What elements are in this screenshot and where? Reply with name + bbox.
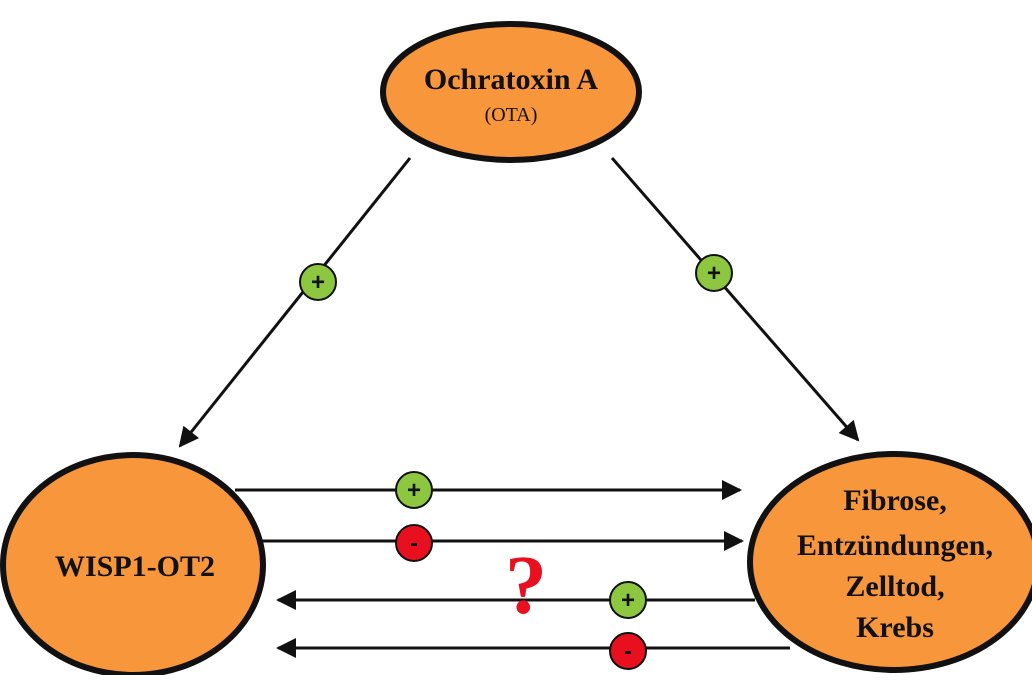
positive-badge-label: + (621, 587, 635, 614)
node-wisp1-ot2: WISP1-OT2 (0, 452, 266, 678)
node-effects-line-1: Fibrose, (843, 484, 947, 517)
node-ochratoxin-a-shape (380, 21, 642, 163)
badge-effects-to-wisp-positive: + (609, 581, 647, 619)
edge-ota-to-effects-arrow (610, 157, 860, 442)
question-mark: ? (505, 539, 547, 632)
node-ochratoxin-a: Ochratoxin A (OTA) (380, 21, 642, 163)
positive-badge-icon (695, 254, 733, 292)
positive-badge-label: + (707, 260, 721, 287)
node-effects-line-2: Entzündungen, (797, 529, 993, 562)
badge-ota-to-effects-positive: + (695, 254, 733, 292)
positive-badge-label: + (311, 269, 325, 296)
positive-badge-icon (609, 581, 647, 619)
negative-badge-label: - (624, 638, 632, 665)
node-effects-line-4: Krebs (856, 611, 934, 644)
positive-badge-icon (395, 471, 433, 509)
badge-effects-to-wisp-negative: - (609, 632, 647, 670)
node-ochratoxin-a-subtitle: (OTA) (485, 104, 538, 126)
badge-wisp-to-effects-negative: - (395, 524, 433, 562)
negative-badge-icon (395, 524, 433, 562)
badge-wisp-to-effects-positive: + (395, 471, 433, 509)
positive-badge-label: + (407, 477, 421, 504)
negative-badge-label: - (410, 530, 418, 557)
node-wisp1-ot2-title: WISP1-OT2 (55, 550, 215, 583)
badge-ota-to-wisp-positive: + (299, 263, 337, 301)
edges (178, 157, 860, 658)
edge-ota-to-wisp-arrow (178, 157, 412, 448)
negative-badge-icon (609, 632, 647, 670)
node-effects: Fibrose, Entzündungen, Zelltod, Krebs (747, 451, 1032, 673)
node-effects-shape (747, 451, 1032, 673)
positive-badge-icon (299, 263, 337, 301)
node-ochratoxin-a-title: Ochratoxin A (424, 63, 599, 96)
node-effects-line-3: Zelltod, (845, 570, 944, 603)
